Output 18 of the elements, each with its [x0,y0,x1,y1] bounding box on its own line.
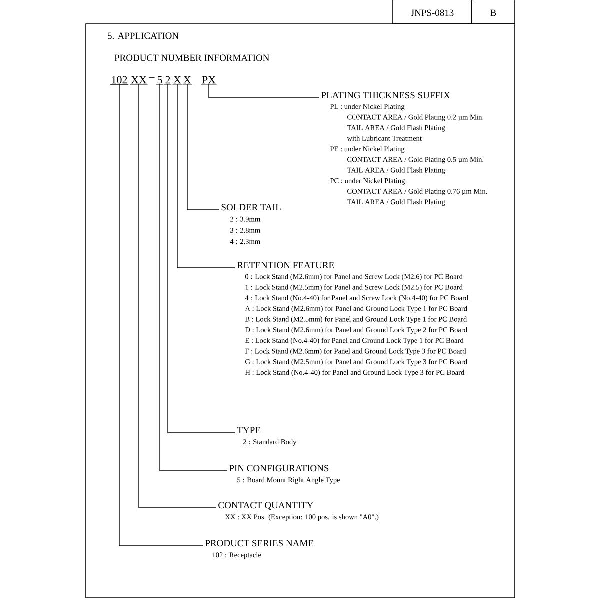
leader-line [160,84,228,472]
leader-line [187,84,220,210]
code-segment: 2 [164,76,172,85]
leader-line [208,84,320,98]
code-segment: PX [200,76,218,85]
code-segment: 5 [156,76,164,85]
leader-line [177,84,236,268]
leader-line [138,84,216,508]
section-heading: 5. APPLICATION [108,32,179,40]
header-cell: JNPS-0813 [392,0,472,24]
code-segment: 102 [110,76,129,85]
code-segment: XX [130,76,148,85]
subheading: PRODUCT NUMBER INFORMATION [114,54,270,62]
code-segment: X [172,76,183,85]
header-cell: B [472,0,516,24]
code-segment: X [182,76,193,85]
leader-line [119,84,204,546]
leader-line [168,84,236,434]
